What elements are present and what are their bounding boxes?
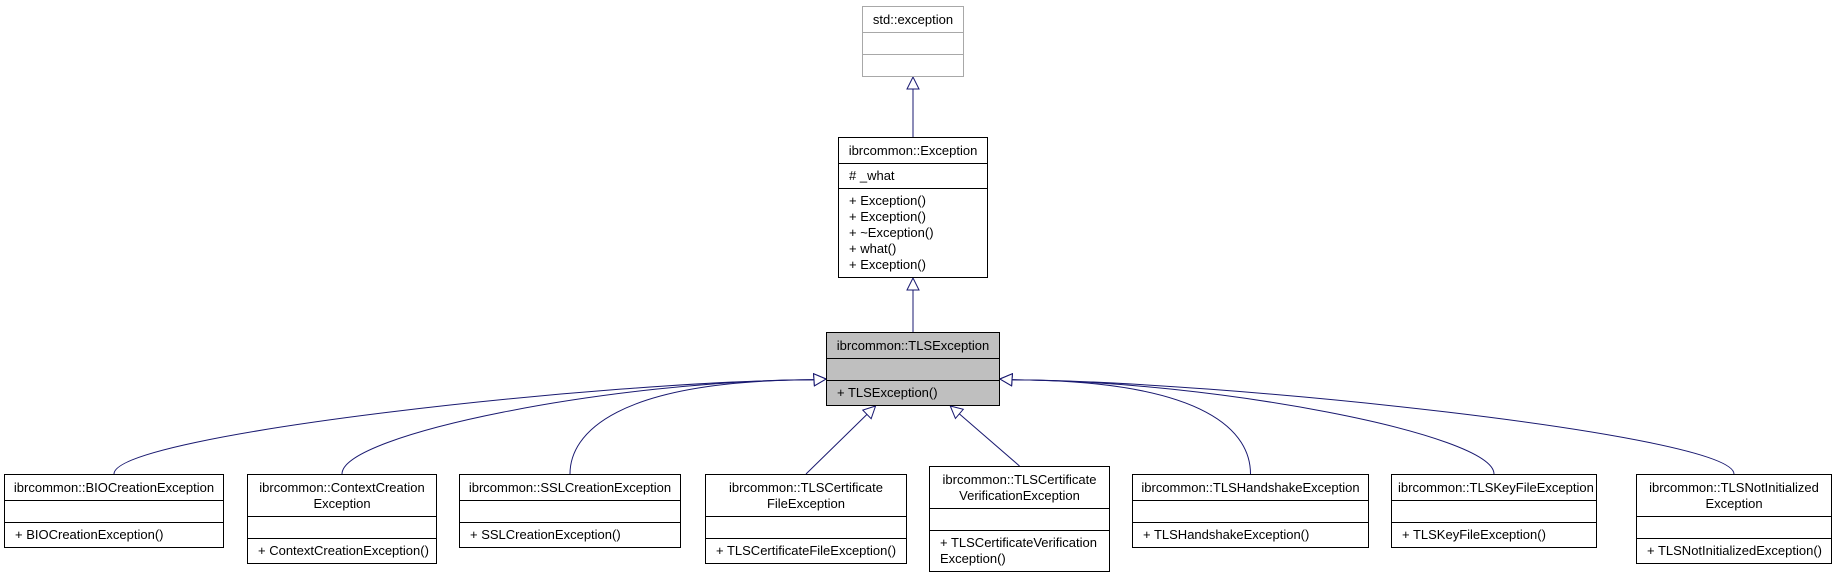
class-node-ssl[interactable]: ibrcommon::SSLCreationException+ SSLCrea… [459,474,681,548]
methods-line: + TLSNotInitializedException() [1647,543,1822,558]
methods-line: + Exception() [849,209,926,224]
edge-bio-to-tls_exception [113,379,815,475]
methods-line: Exception() [940,551,1006,566]
inheritance-arrowhead [998,373,1013,387]
class-node-bio[interactable]: ibrcommon::BIOCreationException+ BIOCrea… [4,474,224,548]
methods-compartment: + SSLCreationException() [460,522,680,547]
methods-compartment: + ContextCreationException() [248,538,436,563]
methods-line: + TLSCertificateFileException() [716,543,897,558]
methods-line: + TLSHandshakeException() [1143,527,1310,542]
title-line: FileException [766,496,846,511]
methods-compartment: + TLSException() [827,380,999,405]
methods-line: + ~Exception() [849,225,934,240]
methods-line: + TLSKeyFileException() [1402,527,1546,542]
methods-line: + Exception() [849,257,926,272]
title-line: ibrcommon::TLSHandshakeException [1141,480,1360,495]
methods-line: + TLSException() [837,385,938,400]
edge-certfile-to-tls_exception [805,414,868,475]
edge-ssl-to-tls_exception [569,379,815,475]
attributes-compartment [5,500,223,522]
attributes-compartment [863,32,963,54]
attributes-line: # _what [849,168,895,183]
attributes-compartment [827,358,999,380]
methods-line: + TLSCertificateVerification [940,535,1097,550]
methods-compartment: + TLSCertificateFileException() [706,538,906,563]
title-line: ibrcommon::SSLCreationException [468,480,672,495]
attributes-compartment: # _what [839,163,987,188]
methods-compartment: + Exception()+ Exception()+ ~Exception()… [839,188,987,277]
attributes-compartment [930,508,1109,530]
class-name: std::exception [863,7,963,32]
inheritance-arrowhead [861,405,877,420]
title-line: ibrcommon::TLSKeyFileException [1398,480,1594,495]
attributes-compartment [248,516,436,538]
title-line: VerificationException [959,488,1080,503]
class-node-std-exception[interactable]: std::exception [862,6,964,77]
title-line: ibrcommon::TLSCertificate [942,472,1097,487]
inheritance-arrowhead [813,373,828,387]
class-name: ibrcommon::BIOCreationException [5,475,223,500]
class-name: ibrcommon::TLSKeyFileException [1392,475,1596,500]
title-line: std::exception [872,12,954,27]
class-name: ibrcommon::Exception [839,138,987,163]
title-line: ibrcommon::BIOCreationException [13,480,215,495]
edge-certverify-to-tls_exception [959,413,1020,467]
attributes-compartment [1133,500,1368,522]
methods-line: + BIOCreationException() [15,527,164,542]
edge-notinit-to-tls_exception [1011,379,1735,475]
class-node-tls-exception[interactable]: ibrcommon::TLSException+ TLSException() [826,332,1000,406]
attributes-compartment [1637,516,1831,538]
class-name: ibrcommon::TLSException [827,333,999,358]
methods-line: + Exception() [849,193,926,208]
methods-compartment: + TLSHandshakeException() [1133,522,1368,547]
class-name: ibrcommon::TLSHandshakeException [1133,475,1368,500]
methods-compartment: + TLSNotInitializedException() [1637,538,1831,563]
inheritance-arrowhead [906,276,920,291]
class-node-exception[interactable]: ibrcommon::Exception# _what+ Exception()… [838,137,988,278]
title-line: ibrcommon::Exception [848,143,978,158]
title-line: Exception [1705,496,1763,511]
title-line: ibrcommon::TLSException [836,338,990,353]
class-node-handshake[interactable]: ibrcommon::TLSHandshakeException+ TLSHan… [1132,474,1369,548]
methods-compartment [863,54,963,76]
title-line: Exception [313,496,371,511]
class-node-keyfile[interactable]: ibrcommon::TLSKeyFileException+ TLSKeyFi… [1391,474,1597,548]
attributes-compartment [706,516,906,538]
methods-compartment: + TLSKeyFileException() [1392,522,1596,547]
edge-handshake-to-tls_exception [1011,379,1251,475]
title-line: ibrcommon::ContextCreation [259,480,425,495]
methods-line: + SSLCreationException() [470,527,621,542]
class-name: ibrcommon::SSLCreationException [460,475,680,500]
attributes-compartment [1392,500,1596,522]
methods-line: + what() [849,241,897,256]
inheritance-arrowhead [949,405,965,420]
edge-context-to-tls_exception [341,379,815,475]
edge-keyfile-to-tls_exception [1011,379,1495,475]
attributes-compartment [460,500,680,522]
inheritance-arrowhead [906,75,920,90]
methods-compartment: + BIOCreationException() [5,522,223,547]
methods-line: + ContextCreationException() [258,543,429,558]
title-line: ibrcommon::TLSNotInitialized [1649,480,1819,495]
title-line: ibrcommon::TLSCertificate [729,480,883,495]
